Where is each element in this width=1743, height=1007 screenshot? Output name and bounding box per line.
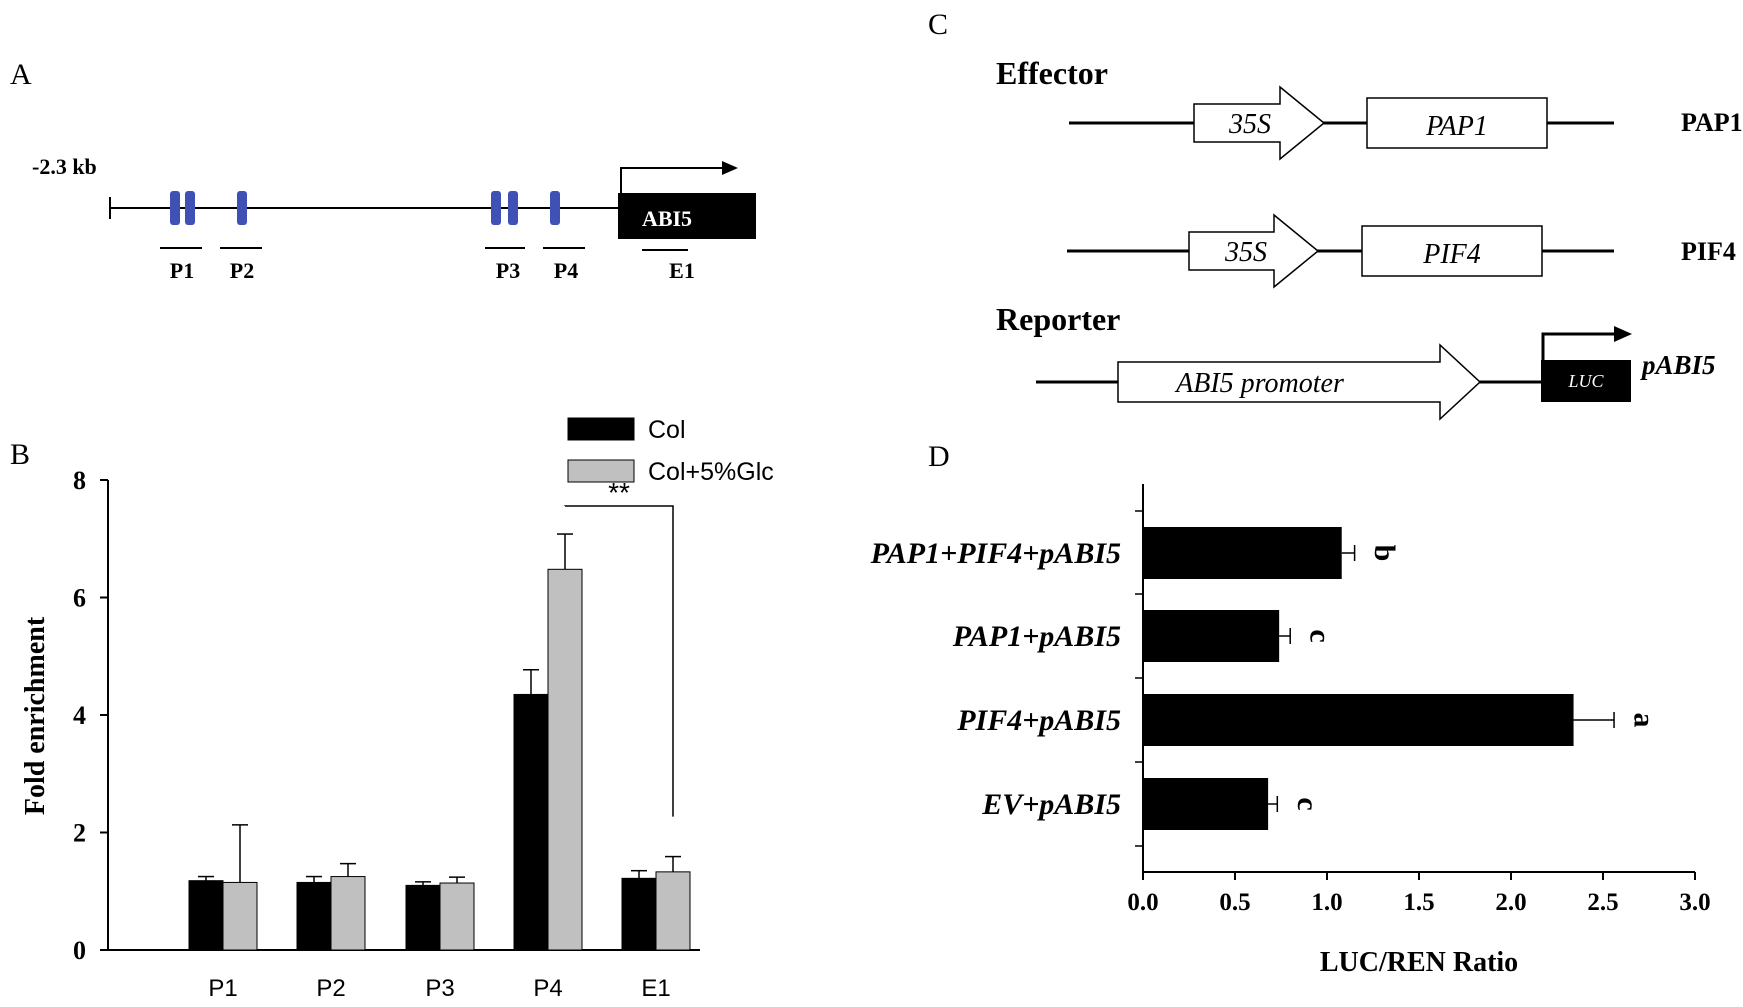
construct-name-pif4: PIF4 — [1681, 237, 1736, 266]
panel-a: A -2.3 kb ABI5 P1 P2 P3 P4 E1 — [10, 58, 756, 283]
panel-c-letter: C — [928, 8, 948, 41]
legend-swatch-1 — [567, 459, 635, 483]
bar-col-5-glc-p2 — [330, 876, 366, 951]
y-tick-label: 4 — [73, 701, 86, 730]
binding-motifs — [170, 191, 560, 225]
x-tick-label: P4 — [533, 975, 562, 1002]
bar-col-p1 — [188, 880, 224, 951]
bar-col-p2 — [296, 881, 332, 951]
construct-name-pap1: PAP1 — [1681, 108, 1743, 137]
abi5-promoter-arrow — [1117, 343, 1482, 421]
bar-pap1-pif4-pabi5 — [1143, 527, 1342, 579]
abi5-gene-box — [618, 193, 756, 239]
panel-b-letter: B — [10, 438, 30, 471]
promoter-label-35s: 35S — [1228, 109, 1271, 140]
arrow-head — [1614, 326, 1632, 342]
luc-box — [1541, 360, 1631, 402]
construct-pap1: 35S PAP1 PAP1 — [1069, 85, 1743, 161]
significance-letter: c — [1304, 629, 1337, 642]
bar-pif4-pabi5 — [1143, 694, 1574, 746]
significance-letter: a — [1628, 713, 1661, 728]
motif-4 — [491, 191, 501, 225]
construct-pif4: 35S PIF4 PIF4 — [1067, 213, 1736, 289]
gene-label-pif4: PIF4 — [1422, 239, 1481, 270]
legend-swatch-0 — [567, 417, 635, 441]
x-tick-label: 3.0 — [1679, 889, 1710, 916]
gene-box-pap1 — [1366, 97, 1548, 149]
construct-reporter: ABI5 promoter LUC pABI5 — [1036, 326, 1716, 421]
y-tick-label: 8 — [73, 466, 86, 495]
reporter-title: Reporter — [996, 301, 1120, 337]
bar-col-5-glc-p3 — [439, 882, 475, 951]
reporter-name: pABI5 — [1640, 350, 1716, 380]
x-tick-label: P2 — [316, 975, 345, 1002]
effector-title: Effector — [996, 55, 1108, 91]
bar-ev-pabi5 — [1143, 778, 1269, 830]
x-tick-label: 0.5 — [1219, 889, 1250, 916]
promoter-arrow-35s — [1193, 85, 1326, 161]
luc-label: LUC — [1567, 371, 1604, 391]
x-tick-label: E1 — [641, 975, 670, 1002]
significance-label: ** — [608, 477, 630, 508]
transcription-start-arrow — [620, 167, 722, 193]
x-tick-label: P3 — [425, 975, 454, 1002]
y-axis-label: Fold enrichment — [20, 616, 51, 815]
motif-6 — [550, 191, 560, 225]
x-tick-label: 2.5 — [1587, 889, 1618, 916]
category-label: EV+pABI5 — [981, 788, 1121, 821]
legend-label-1: Col+5%Glc — [648, 458, 774, 486]
bar-pap1-pabi5 — [1143, 610, 1280, 662]
y-tick-label: 0 — [73, 936, 86, 965]
bar-col-5-glc-p4 — [547, 568, 583, 951]
luc-start-arrow — [1541, 332, 1614, 360]
bar-col-e1 — [621, 877, 657, 951]
x-tick-label: P1 — [208, 975, 237, 1002]
promoter-label-35s: 35S — [1224, 237, 1267, 268]
x-tick-label: 1.5 — [1403, 889, 1434, 916]
x-axis-label: LUC/REN Ratio — [1320, 947, 1518, 978]
start-position-label: -2.3 kb — [32, 154, 97, 179]
arrow-head — [722, 161, 738, 175]
bar-col-p3 — [405, 884, 441, 951]
significance-letter: c — [1291, 797, 1324, 810]
region-label-e1: E1 — [669, 258, 695, 283]
region-label-p4: P4 — [554, 258, 578, 283]
motif-3 — [237, 191, 247, 225]
gene-label-pap1: PAP1 — [1425, 111, 1488, 142]
panel-a-letter: A — [10, 58, 32, 91]
significance-letter: b — [1368, 545, 1401, 562]
abi5-promoter-label: ABI5 promoter — [1174, 368, 1344, 399]
x-tick-label: 2.0 — [1495, 889, 1526, 916]
category-label: PAP1+pABI5 — [952, 620, 1121, 653]
significance-bracket — [564, 505, 674, 817]
region-label-p3: P3 — [496, 258, 520, 283]
gene-box-pif4 — [1361, 225, 1543, 277]
x-tick-label: 0.0 — [1127, 889, 1158, 916]
category-label: PIF4+pABI5 — [956, 704, 1121, 737]
region-label-p1: P1 — [170, 258, 194, 283]
abi5-gene-label: ABI5 — [642, 206, 692, 231]
motif-5 — [508, 191, 518, 225]
panel-c: C Effector 35S PAP1 PAP1 35S PIF4 PIF4 R… — [928, 8, 1743, 421]
bar-col-5-glc-p1 — [222, 881, 258, 951]
panel-d-letter: D — [928, 440, 950, 473]
category-label: PAP1+PIF4+pABI5 — [870, 537, 1121, 570]
bar-col-p4 — [513, 693, 549, 951]
legend-label-0: Col — [648, 416, 686, 444]
motif-1 — [170, 191, 180, 225]
y-tick-label: 6 — [73, 584, 86, 613]
region-label-p2: P2 — [230, 258, 254, 283]
motif-2 — [185, 191, 195, 225]
bar-col-5-glc-e1 — [655, 871, 691, 951]
x-tick-label: 1.0 — [1311, 889, 1342, 916]
y-tick-label: 2 — [73, 819, 86, 848]
promoter-arrow-35s — [1188, 213, 1320, 289]
